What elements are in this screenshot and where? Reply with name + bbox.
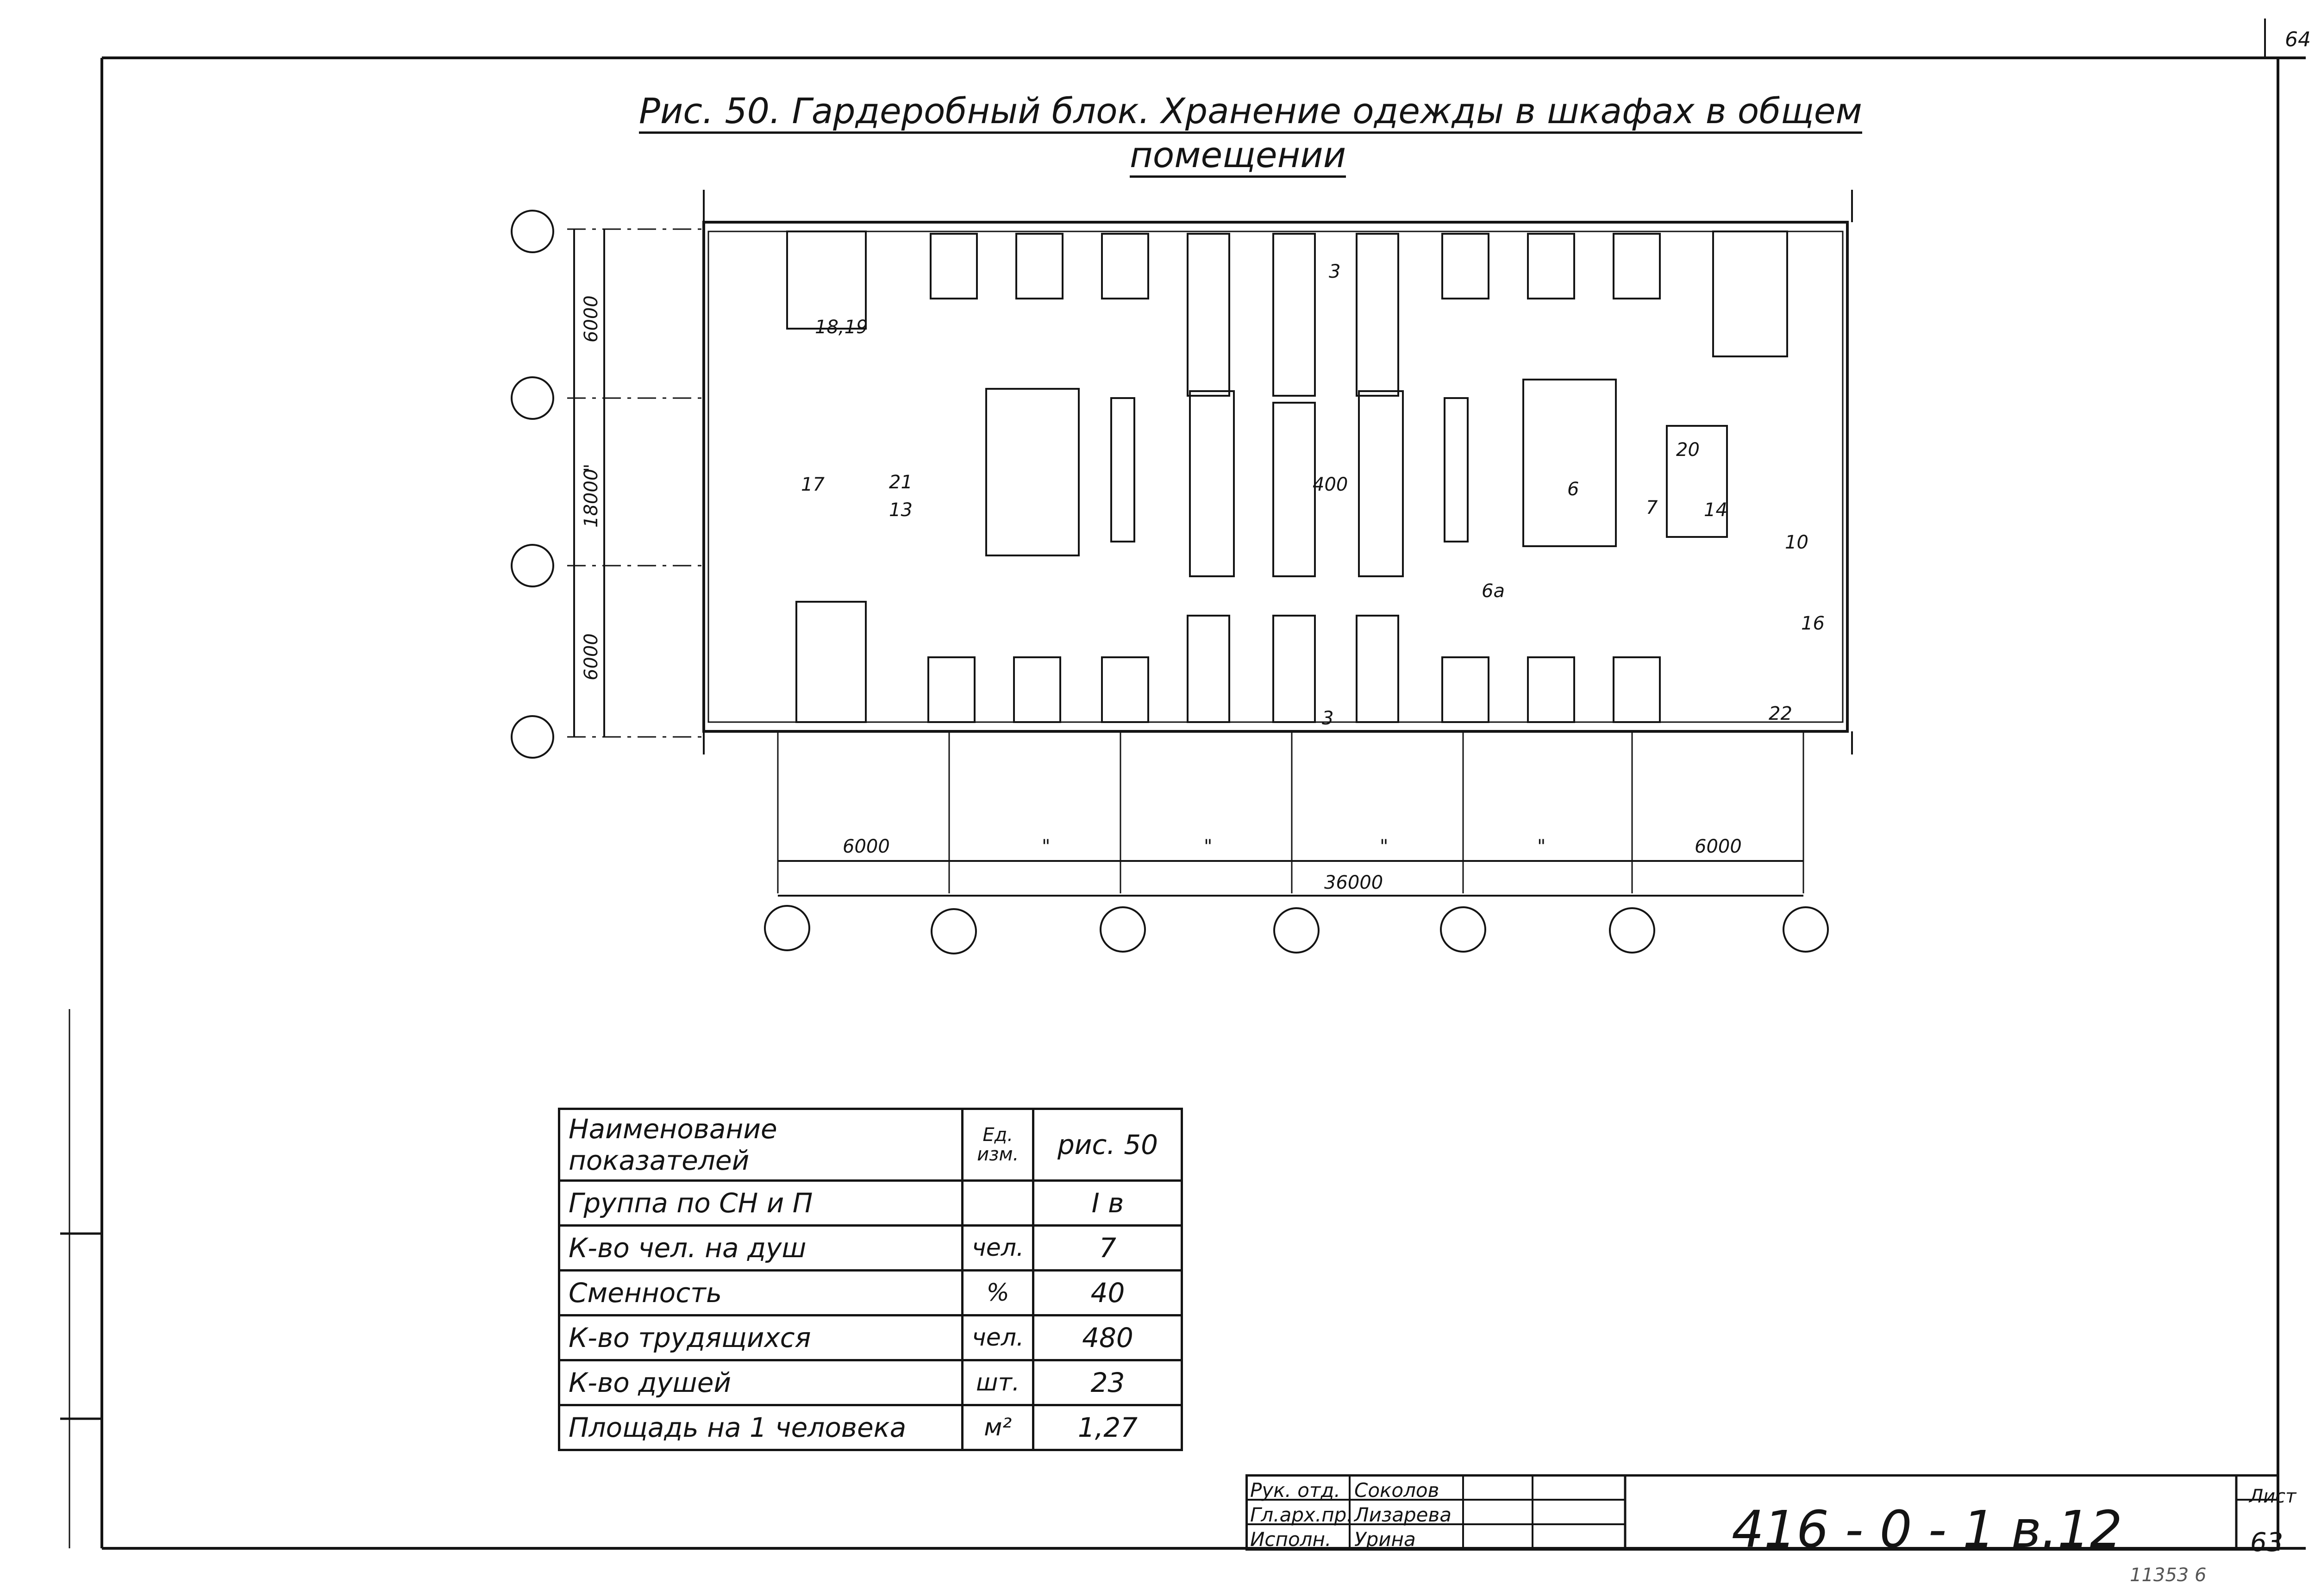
axis-markers [511,210,1829,954]
room-label: 6а [1482,580,1505,602]
dim-left: 6000 [581,633,602,680]
room-label: 18,19 [815,317,868,338]
row-name: К-во душей [558,1359,964,1406]
middle-cabinets [1110,390,1469,577]
document-code: 416 - 0 - 1 в.12 [1732,1500,2122,1559]
row-name: К-во трудящихся [558,1314,964,1361]
table-row: К-во душей шт. 23 [558,1359,1183,1406]
room-label: 3 [1329,261,1340,282]
dim-bottom: 6000 [843,836,890,857]
stamp-role: Исполн. [1250,1528,1332,1551]
row-value: 480 [1032,1314,1183,1361]
table-row: Сменность % 40 [558,1269,1183,1316]
row-unit: шт. [961,1359,1035,1406]
row-value: 1,27 [1032,1404,1183,1451]
row-unit: % [961,1269,1035,1316]
row-name: К-во чел. на душ [558,1224,964,1272]
table-row: Площадь на 1 человека м² 1,27 [558,1404,1183,1451]
room-label: 20 [1676,439,1700,461]
dim-bottom: " [1537,836,1545,857]
stamp-role: Гл.арх.пр. [1250,1503,1353,1526]
floor-plan [511,190,1853,954]
shower-blocks [786,231,1788,723]
bottom-note: 11353 6 [2130,1565,2207,1586]
room-label: 7 [1646,497,1658,518]
top-cabinets [930,233,1661,397]
bottom-cabinets [927,615,1661,723]
stamp-name: Лизарева [1354,1503,1452,1526]
stamp-role: Рук. отд. [1250,1479,1340,1502]
figure-title: Рис. 50. Гардеробный блок. Хранение одеж… [639,90,1862,134]
room-label: 13 [889,499,913,521]
stamp-name: Соколов [1354,1479,1439,1502]
room-label: 400 [1313,474,1348,495]
room-label: 17 [801,474,825,495]
header-name: Наименование показателей [558,1108,964,1182]
room-label: 3 [1322,708,1333,729]
header-unit: Ед. изм. [961,1108,1035,1182]
table-row: Группа по СН и П I в [558,1179,1183,1227]
table-row: К-во чел. на душ чел. 7 [558,1224,1183,1272]
sheet-label: Лист [2249,1486,2296,1507]
row-name: Группа по СН и П [558,1179,964,1227]
corner-mark: 64 [2285,28,2311,51]
row-unit: чел. [961,1314,1035,1361]
row-value: 7 [1032,1224,1183,1272]
room-label: 21 [889,472,913,493]
room-label: 14 [1704,499,1727,521]
room-label: 16 [1801,613,1825,634]
row-unit: м² [961,1404,1035,1451]
row-value: I в [1032,1179,1183,1227]
dim-bottom: 6000 [1695,836,1742,857]
row-value: 40 [1032,1269,1183,1316]
row-name: Площадь на 1 человека [558,1404,964,1451]
dim-bottom: " [1042,836,1050,857]
plan-labels: 3 3 18,19 17 21 13 400 6 7 20 14 10 16 2… [581,261,1825,893]
room-label: 22 [1769,703,1792,724]
header-value: рис. 50 [1032,1108,1183,1182]
figure-title-line2: помещении [1130,134,1346,178]
dim-left: 6000 [581,295,602,343]
dim-bottom: " [1204,836,1212,857]
room-label: 10 [1785,532,1808,553]
row-unit [961,1179,1035,1227]
stamp-name: Урина [1354,1528,1416,1551]
title-block [1245,1474,2279,1551]
row-name: Сменность [558,1269,964,1316]
indicators-table: Наименование показателей Ед. изм. рис. 5… [558,1108,1183,1451]
dim-left: 18000 [581,469,602,528]
dim-total: 36000 [1324,872,1383,893]
table-header: Наименование показателей Ед. изм. рис. 5… [558,1108,1183,1182]
row-unit: чел. [961,1224,1035,1272]
dim-left: " [581,464,602,472]
table-row: К-во трудящихся чел. 480 [558,1314,1183,1361]
dim-bottom: " [1380,836,1388,857]
sheet-number: 63 [2250,1527,2284,1558]
row-value: 23 [1032,1359,1183,1406]
room-label: 6 [1567,479,1579,500]
